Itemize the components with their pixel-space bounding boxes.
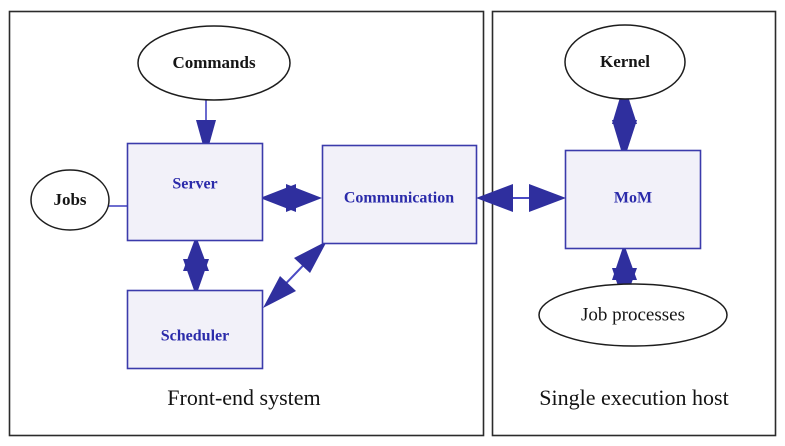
connection-communication-mom — [476, 184, 566, 212]
node-server[interactable]: Server — [126, 142, 264, 242]
arrowhead-down — [612, 120, 637, 160]
panel-caption-single-execution-host: Single execution host — [539, 385, 728, 410]
communication-label: Communication — [344, 190, 454, 207]
panel-caption-front-end-system: Front-end system — [167, 385, 320, 410]
kernel-ellipse-shape — [564, 24, 686, 100]
server-label: Server — [172, 176, 217, 193]
node-scheduler[interactable]: Scheduler — [126, 289, 264, 370]
arrowhead-right — [529, 184, 566, 212]
connection-commands-to-server — [196, 96, 216, 156]
arrowhead-right — [286, 184, 322, 212]
arrowhead-down — [196, 120, 216, 156]
server-box-shape — [126, 142, 264, 242]
mom-box-shape — [564, 149, 702, 250]
job-processes-ellipse-shape — [538, 283, 728, 347]
node-commands[interactable]: Commands — [137, 25, 291, 101]
scheduler-box-shape — [126, 289, 264, 370]
connection-kernel-mom — [612, 84, 637, 160]
node-mom[interactable]: MoM — [564, 149, 702, 250]
arrowhead-down-left — [263, 276, 296, 308]
node-job-processes[interactable]: Job processes — [538, 283, 728, 347]
commands-ellipse-shape — [137, 25, 291, 101]
arrowhead-up-right — [294, 241, 327, 273]
arrowhead-down — [183, 259, 209, 296]
jobs-label: Jobs — [53, 190, 86, 209]
kernel-label: Kernel — [600, 52, 650, 71]
node-communication[interactable]: Communication — [321, 144, 478, 245]
connection-server-communication — [260, 184, 322, 212]
mom-label: MoM — [614, 190, 652, 207]
job-processes-label: Job processes — [581, 304, 685, 325]
arrowhead-left — [476, 184, 513, 212]
scheduler-label: Scheduler — [161, 328, 229, 345]
node-kernel[interactable]: Kernel — [564, 24, 686, 100]
connection-server-scheduler — [183, 236, 209, 296]
commands-label: Commands — [172, 53, 256, 72]
communication-box-shape — [321, 144, 478, 245]
connection-scheduler-communication — [263, 241, 327, 308]
node-jobs[interactable]: Jobs — [30, 169, 110, 231]
arrowhead-up — [612, 84, 637, 124]
jobs-ellipse-shape — [30, 169, 110, 231]
